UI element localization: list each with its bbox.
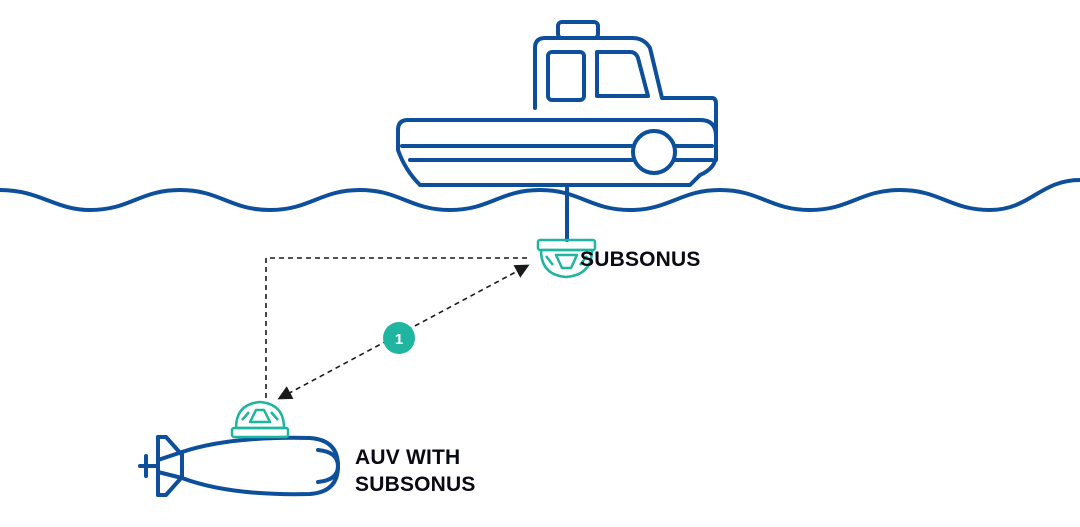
subsonus-label: SUBSONUS — [580, 248, 701, 271]
auv-label-line2: SUBSONUS — [355, 473, 476, 496]
water-surface-waves — [0, 178, 1080, 213]
reference-dashed-path — [265, 257, 528, 398]
auv-submarine-icon — [138, 435, 340, 497]
acoustic-link-arrow — [277, 264, 530, 400]
step-badge-number: 1 — [395, 331, 403, 348]
auv-subsonus-device-icon — [230, 400, 290, 439]
boat-icon — [396, 20, 718, 242]
auv-label: AUV WITH SUBSONUS — [355, 444, 476, 498]
subsonus-device-icon — [536, 238, 597, 279]
step-badge: 1 — [383, 322, 415, 354]
auv-label-line1: AUV WITH — [355, 446, 461, 469]
